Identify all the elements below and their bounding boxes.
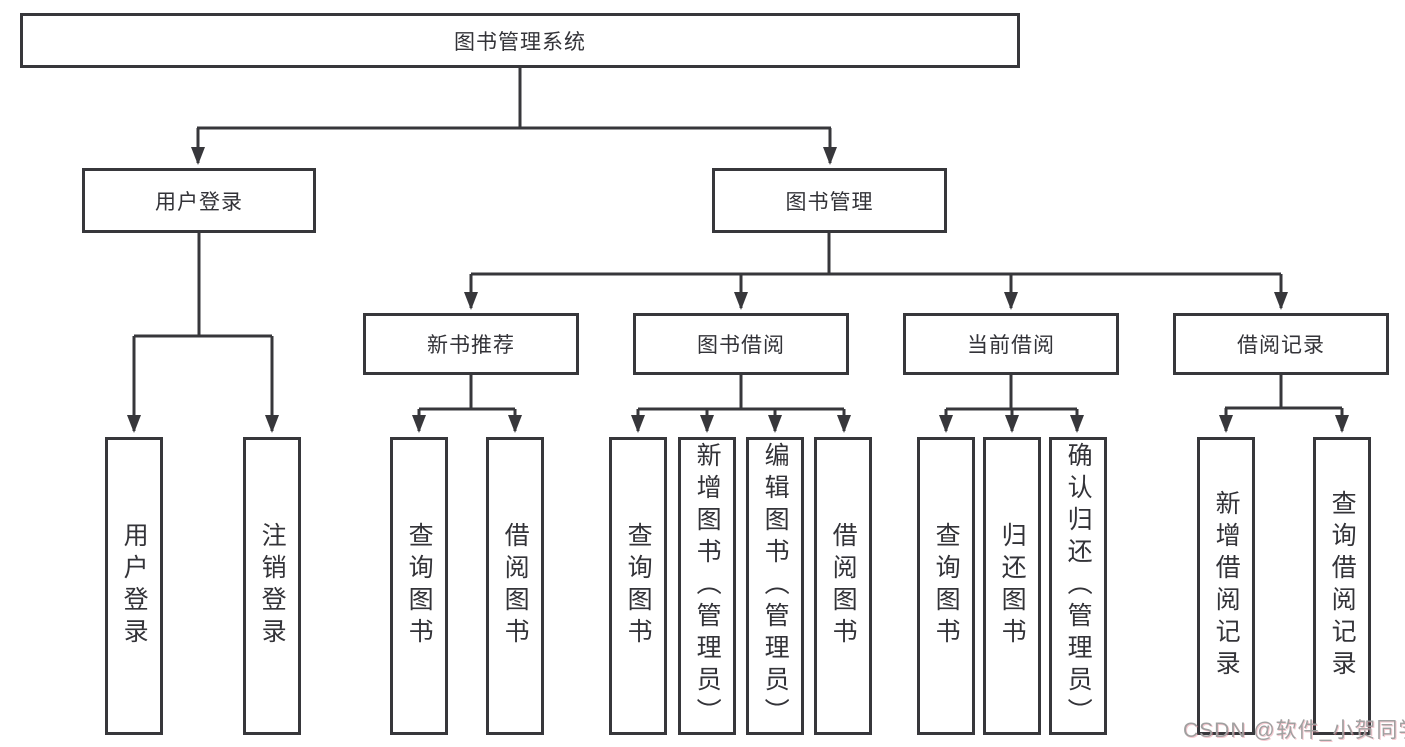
- node-library-system-label: 图书管理系统: [454, 30, 586, 54]
- node-borrowing-records-label: 借阅记录: [1237, 334, 1325, 357]
- node-leaf-user-login: 用户登录: [105, 437, 163, 735]
- connector-book-borrow-trunk: [638, 375, 844, 411]
- node-new-book-recommend: 新书推荐: [363, 313, 579, 375]
- node-leaf-cb-confirm-return-admin-label: 确认归还（管理员）: [1064, 442, 1093, 730]
- node-book-management-label: 图书管理: [785, 190, 874, 214]
- node-new-book-recommend-label: 新书推荐: [427, 334, 515, 357]
- connector-user-login-trunk: [134, 233, 272, 338]
- node-current-borrowing: 当前借阅: [903, 313, 1119, 375]
- node-leaf-br-add-record: 新增借阅记录: [1197, 437, 1255, 735]
- node-book-borrowing-label: 图书借阅: [697, 334, 785, 357]
- node-user-login: 用户登录: [82, 168, 316, 233]
- node-leaf-br-add-record-label: 新增借阅记录: [1212, 490, 1241, 682]
- node-leaf-cb-return-books: 归还图书: [983, 437, 1041, 735]
- node-leaf-user-login-label: 用户登录: [120, 522, 149, 650]
- connector-current-borrow-trunk: [946, 375, 1077, 411]
- connector-book-mgmt-trunk: [471, 233, 1281, 276]
- node-leaf-br-query-record-label: 查询借阅记录: [1328, 490, 1357, 682]
- node-leaf-bb-add-books-admin: 新增图书（管理员）: [678, 437, 736, 735]
- node-leaf-nb-borrow-books-label: 借阅图书: [501, 522, 530, 650]
- node-leaf-br-query-record: 查询借阅记录: [1313, 437, 1371, 735]
- node-borrowing-records: 借阅记录: [1173, 313, 1389, 375]
- node-leaf-bb-edit-books-admin: 编辑图书（管理员）: [746, 437, 804, 735]
- node-leaf-bb-borrow-books: 借阅图书: [814, 437, 872, 735]
- node-leaf-logout: 注销登录: [243, 437, 301, 735]
- node-library-system: 图书管理系统: [20, 13, 1020, 68]
- node-current-borrowing-label: 当前借阅: [967, 334, 1055, 357]
- connector-root-trunk: [197, 68, 831, 130]
- node-leaf-cb-return-books-label: 归还图书: [998, 522, 1027, 650]
- node-leaf-cb-query-books-label: 查询图书: [932, 522, 961, 650]
- node-leaf-nb-query-books: 查询图书: [390, 437, 448, 735]
- node-leaf-bb-query-books-label: 查询图书: [624, 522, 653, 650]
- node-leaf-cb-confirm-return-admin: 确认归还（管理员）: [1049, 437, 1107, 735]
- node-leaf-nb-query-books-label: 查询图书: [405, 522, 434, 650]
- connector-borrow-records-trunk: [1225, 375, 1342, 410]
- csdn-watermark: CSDN @软件_小贺同学: [1183, 719, 1405, 742]
- node-leaf-nb-borrow-books: 借阅图书: [486, 437, 544, 735]
- node-leaf-cb-query-books: 查询图书: [917, 437, 975, 735]
- node-leaf-bb-borrow-books-label: 借阅图书: [829, 522, 858, 650]
- connector-new-books-trunk: [419, 375, 515, 411]
- node-leaf-logout-label: 注销登录: [258, 522, 287, 650]
- node-book-borrowing: 图书借阅: [633, 313, 849, 375]
- node-book-management: 图书管理: [712, 168, 947, 233]
- node-leaf-bb-add-books-admin-label: 新增图书（管理员）: [693, 442, 722, 730]
- node-user-login-label: 用户登录: [155, 190, 243, 214]
- node-leaf-bb-edit-books-admin-label: 编辑图书（管理员）: [761, 442, 790, 730]
- node-leaf-bb-query-books: 查询图书: [609, 437, 667, 735]
